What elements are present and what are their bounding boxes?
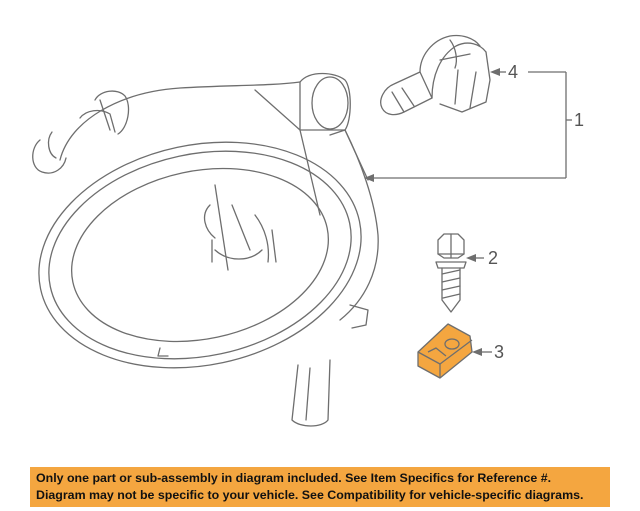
notice-banner: Only one part or sub-assembly in diagram… xyxy=(30,467,610,507)
notice-line-1: Only one part or sub-assembly in diagram… xyxy=(36,471,552,485)
screw[interactable] xyxy=(435,233,467,313)
callout-4: 4 xyxy=(508,62,518,82)
parts-diagram: 1 4 2 3 xyxy=(18,34,584,427)
callout-3: 3 xyxy=(494,342,504,362)
notice-line-2: Diagram may not be specific to your vehi… xyxy=(36,488,584,502)
fog-lamp-assembly[interactable] xyxy=(18,72,383,427)
clip-nut[interactable] xyxy=(417,323,473,379)
callout-1: 1 xyxy=(574,110,584,130)
callout-2: 2 xyxy=(488,248,498,268)
bulb[interactable] xyxy=(380,34,491,116)
leader-lines xyxy=(364,68,572,356)
